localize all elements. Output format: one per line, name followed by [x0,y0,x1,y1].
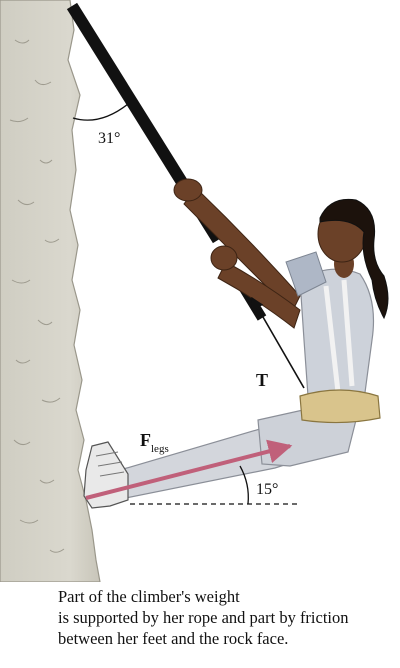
tension-label: T [256,370,268,390]
figure-caption: Part of the climber's weight is supporte… [58,586,398,649]
caption-line-1: Part of the climber's weight [58,587,240,606]
angle-arc-legs [239,465,249,505]
legs-force-label: Flegs [140,430,169,455]
climber-torso [299,268,375,411]
angle-arc-rope [72,103,129,121]
caption-line-2: is supported by her rope and part by fri… [58,608,349,627]
legs-force-subscript: legs [151,443,169,455]
climber-diagram: 31° T Flegs 15° [0,0,389,582]
angle-rope-label: 31° [98,130,120,147]
climber-hand-upper [173,178,203,202]
shirt-stripes [323,279,355,393]
climber-hair [319,198,389,320]
climber-arm-lower [217,261,301,329]
harness-belt [299,389,381,424]
shoe-laces [95,451,125,477]
angle-legs-label: 15° [256,481,278,498]
climber-hand-lower [210,245,238,271]
rock-texture [9,39,65,553]
rock-face [0,0,101,582]
sleeve [285,251,327,297]
legs-force-arrow [85,439,293,500]
caption-line-3: between her feet and the rock face. [58,629,289,648]
tension-arrow [251,296,305,389]
